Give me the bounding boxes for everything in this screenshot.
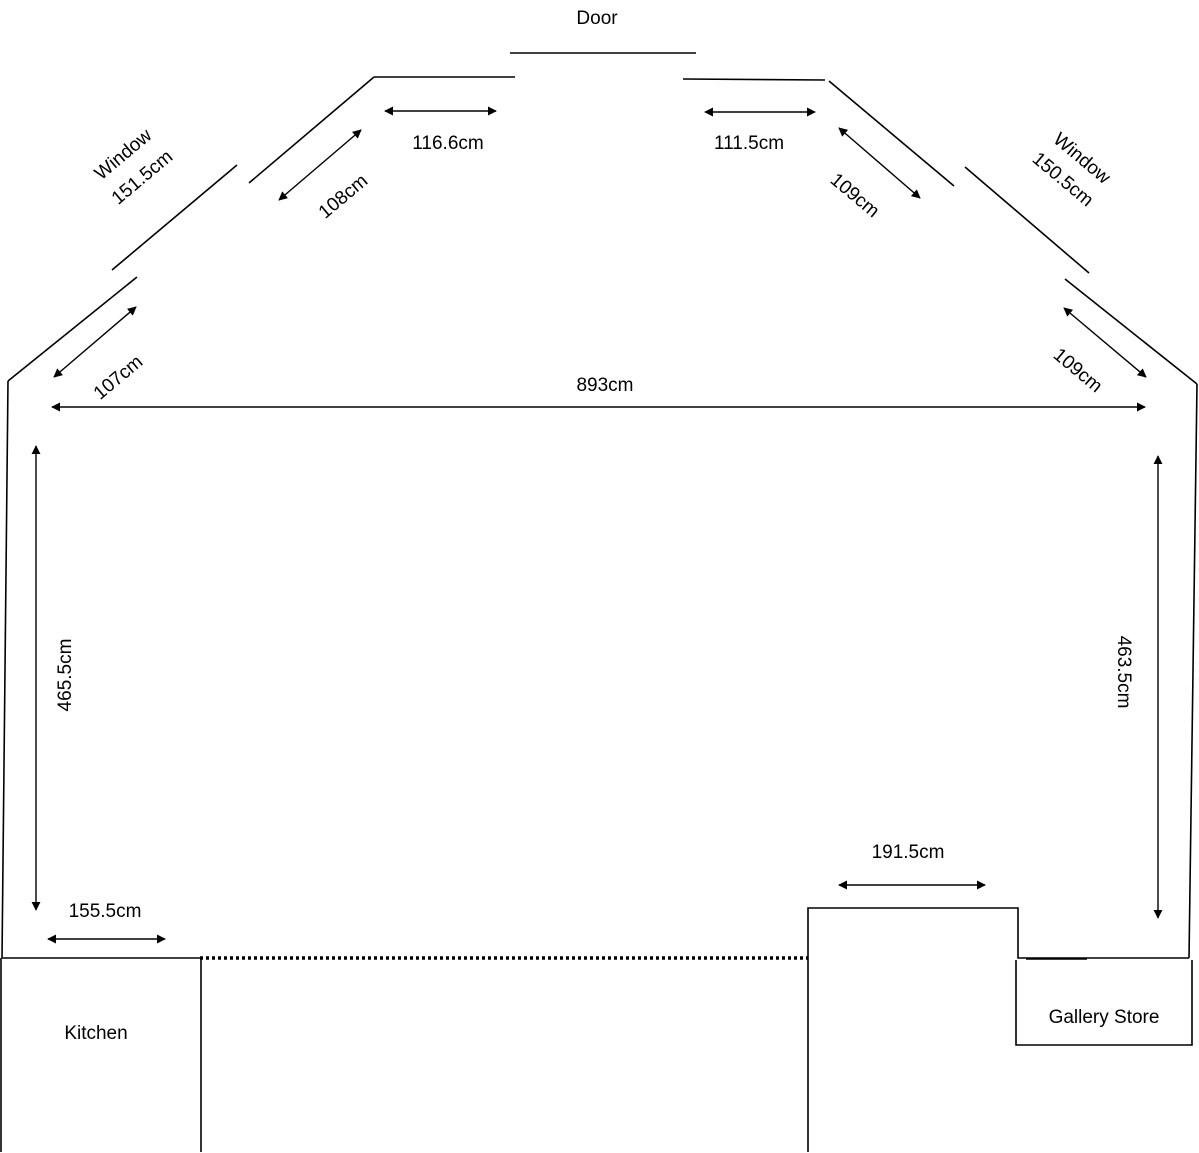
arrow-diag-upper-left bbox=[278, 129, 362, 201]
wall-diag-upper-right bbox=[828, 80, 955, 187]
dimension-arrows bbox=[31, 106, 1163, 944]
recess-wall bbox=[807, 907, 1189, 1152]
kitchen-room-label: Kitchen bbox=[64, 1023, 127, 1044]
dim-top-right-label: 111.5cm bbox=[714, 133, 784, 154]
dim-right-height-label: 463.5cm bbox=[1113, 636, 1134, 709]
dim-diag-lower-right-label: 109cm bbox=[1049, 344, 1106, 397]
dim-recess-width-label: 191.5cm bbox=[872, 842, 945, 863]
gallery-store-wall bbox=[1015, 960, 1193, 1046]
dim-diag-upper-left-label: 108cm bbox=[315, 170, 372, 223]
window-right-line bbox=[964, 166, 1090, 274]
gallery-store-room-label: Gallery Store bbox=[1049, 1007, 1160, 1028]
walls bbox=[0, 52, 1198, 1152]
wall-top-right bbox=[682, 78, 826, 81]
arrow-diag-upper-right bbox=[838, 127, 921, 199]
window-left-line bbox=[111, 164, 238, 271]
labels: Door Window 151.5cm Window 150.5cm 116.6… bbox=[55, 8, 1159, 1044]
wall-right bbox=[1188, 383, 1198, 959]
dim-width-label: 893cm bbox=[576, 375, 633, 396]
door-label: Door bbox=[576, 8, 618, 29]
arrow-diag-lower-left bbox=[53, 306, 137, 378]
arrow-diag-lower-right bbox=[1063, 307, 1147, 378]
dim-left-height-label: 465.5cm bbox=[55, 639, 76, 712]
dim-diag-upper-right-label: 109cm bbox=[826, 169, 883, 222]
wall-left bbox=[1, 380, 9, 959]
wall-diag-upper-left bbox=[248, 76, 375, 184]
dim-diag-lower-left-label: 107cm bbox=[90, 351, 147, 404]
dim-kitchen-opening-label: 155.5cm bbox=[69, 901, 142, 922]
dim-top-left-label: 116.6cm bbox=[412, 133, 483, 154]
